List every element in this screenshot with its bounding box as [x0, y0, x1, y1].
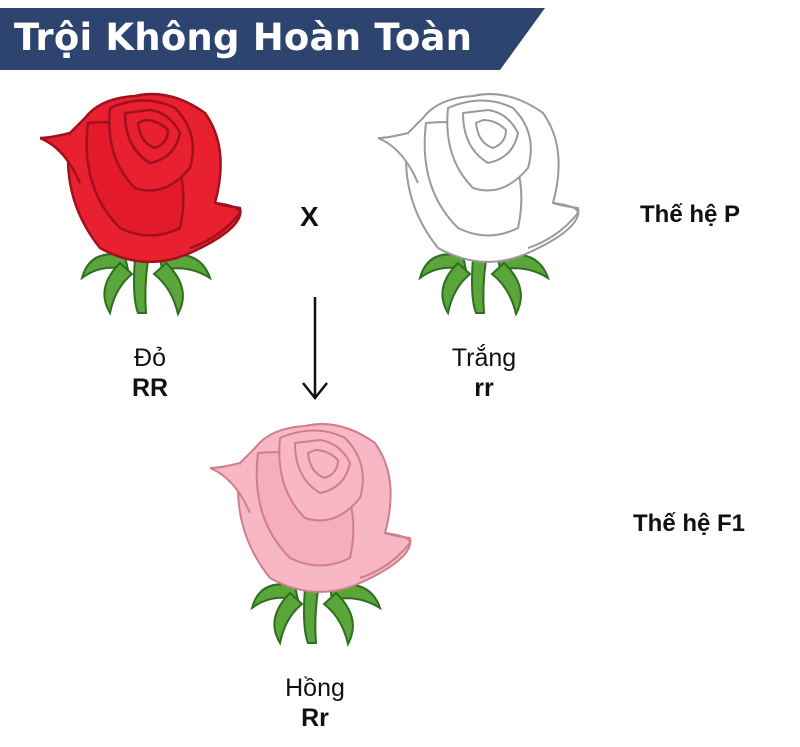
generation-f1-label: Thế hệ F1: [633, 510, 746, 537]
white-rose-label: Trắng rr: [404, 343, 564, 403]
white-rose-genotype: rr: [474, 374, 494, 402]
rose-bloom: [377, 93, 580, 263]
red-rose-label: Đỏ RR: [70, 343, 230, 403]
generation-p-label: Thế hệ P: [640, 201, 741, 228]
rose-bloom: [209, 423, 412, 593]
rose-leaves: [80, 253, 212, 317]
pink-rose-name: Hồng: [285, 674, 345, 702]
white-rose-illustration: [377, 88, 593, 333]
pink-rose-illustration: [209, 418, 425, 663]
title-banner: Trội Không Hoàn Toàn: [0, 8, 545, 70]
rose-leaves: [250, 583, 382, 647]
red-rose-illustration: [38, 88, 255, 333]
white-rose-name: Trắng: [451, 344, 517, 372]
red-rose-name: Đỏ: [134, 344, 166, 372]
pink-rose-label: Hồng Rr: [235, 673, 395, 733]
red-rose-genotype: RR: [131, 374, 169, 402]
rose-bloom: [38, 92, 242, 264]
banner-background: [0, 8, 545, 70]
rose-leaves: [418, 253, 550, 317]
pink-rose-genotype: Rr: [301, 704, 329, 732]
cross-symbol: X: [300, 201, 319, 232]
down-arrow-icon: [302, 297, 328, 401]
page-title: Trội Không Hoàn Toàn: [14, 16, 473, 59]
